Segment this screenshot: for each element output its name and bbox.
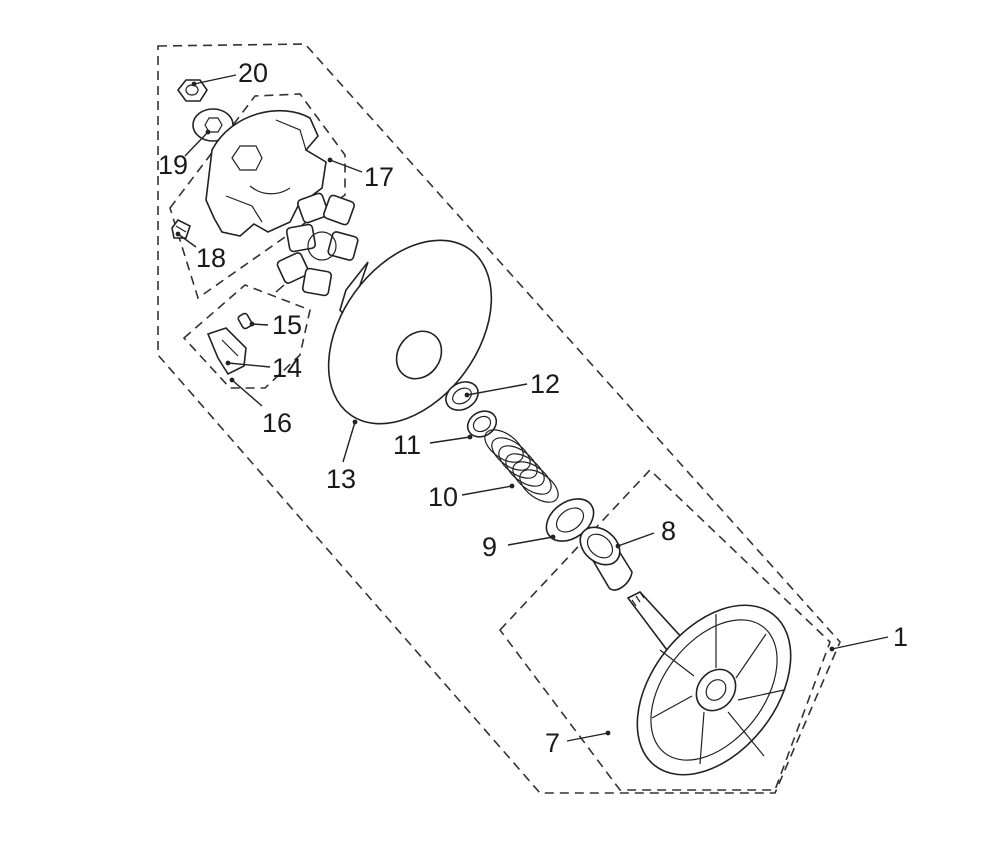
callout-20: 20 [238, 58, 268, 88]
collar-part [445, 381, 479, 411]
slide-piece-part [206, 327, 247, 376]
callout-15: 15 [272, 310, 302, 340]
callout-7: 7 [545, 728, 560, 758]
callout-8: 8 [661, 516, 676, 546]
callout-13: 13 [326, 464, 356, 494]
callout-12: 12 [530, 369, 560, 399]
assembly-1-boundary [157, 43, 841, 794]
callout-10: 10 [428, 482, 458, 512]
subgroup-16-boundary [182, 284, 311, 389]
callout-17: 17 [364, 162, 394, 192]
callout-18: 18 [196, 243, 226, 273]
spring-part [484, 429, 559, 503]
drive-face-part [327, 239, 493, 425]
callout-11: 11 [393, 430, 421, 460]
callout-16: 16 [262, 408, 292, 438]
ramp-plate-part [205, 109, 327, 237]
subgroup-17-boundary [169, 93, 346, 300]
roller-part [237, 312, 253, 330]
subgroup-7-boundary [498, 468, 831, 791]
nut-part [176, 79, 208, 102]
leader-lines [175, 74, 889, 742]
callout-9: 9 [482, 532, 497, 562]
fixed-drive-face-part [626, 591, 792, 776]
roller-weights-part [276, 192, 359, 297]
callout-19: 19 [158, 150, 188, 180]
callout-1: 1 [893, 622, 908, 652]
callout-14: 14 [272, 353, 302, 383]
sleeve-part [579, 526, 633, 591]
